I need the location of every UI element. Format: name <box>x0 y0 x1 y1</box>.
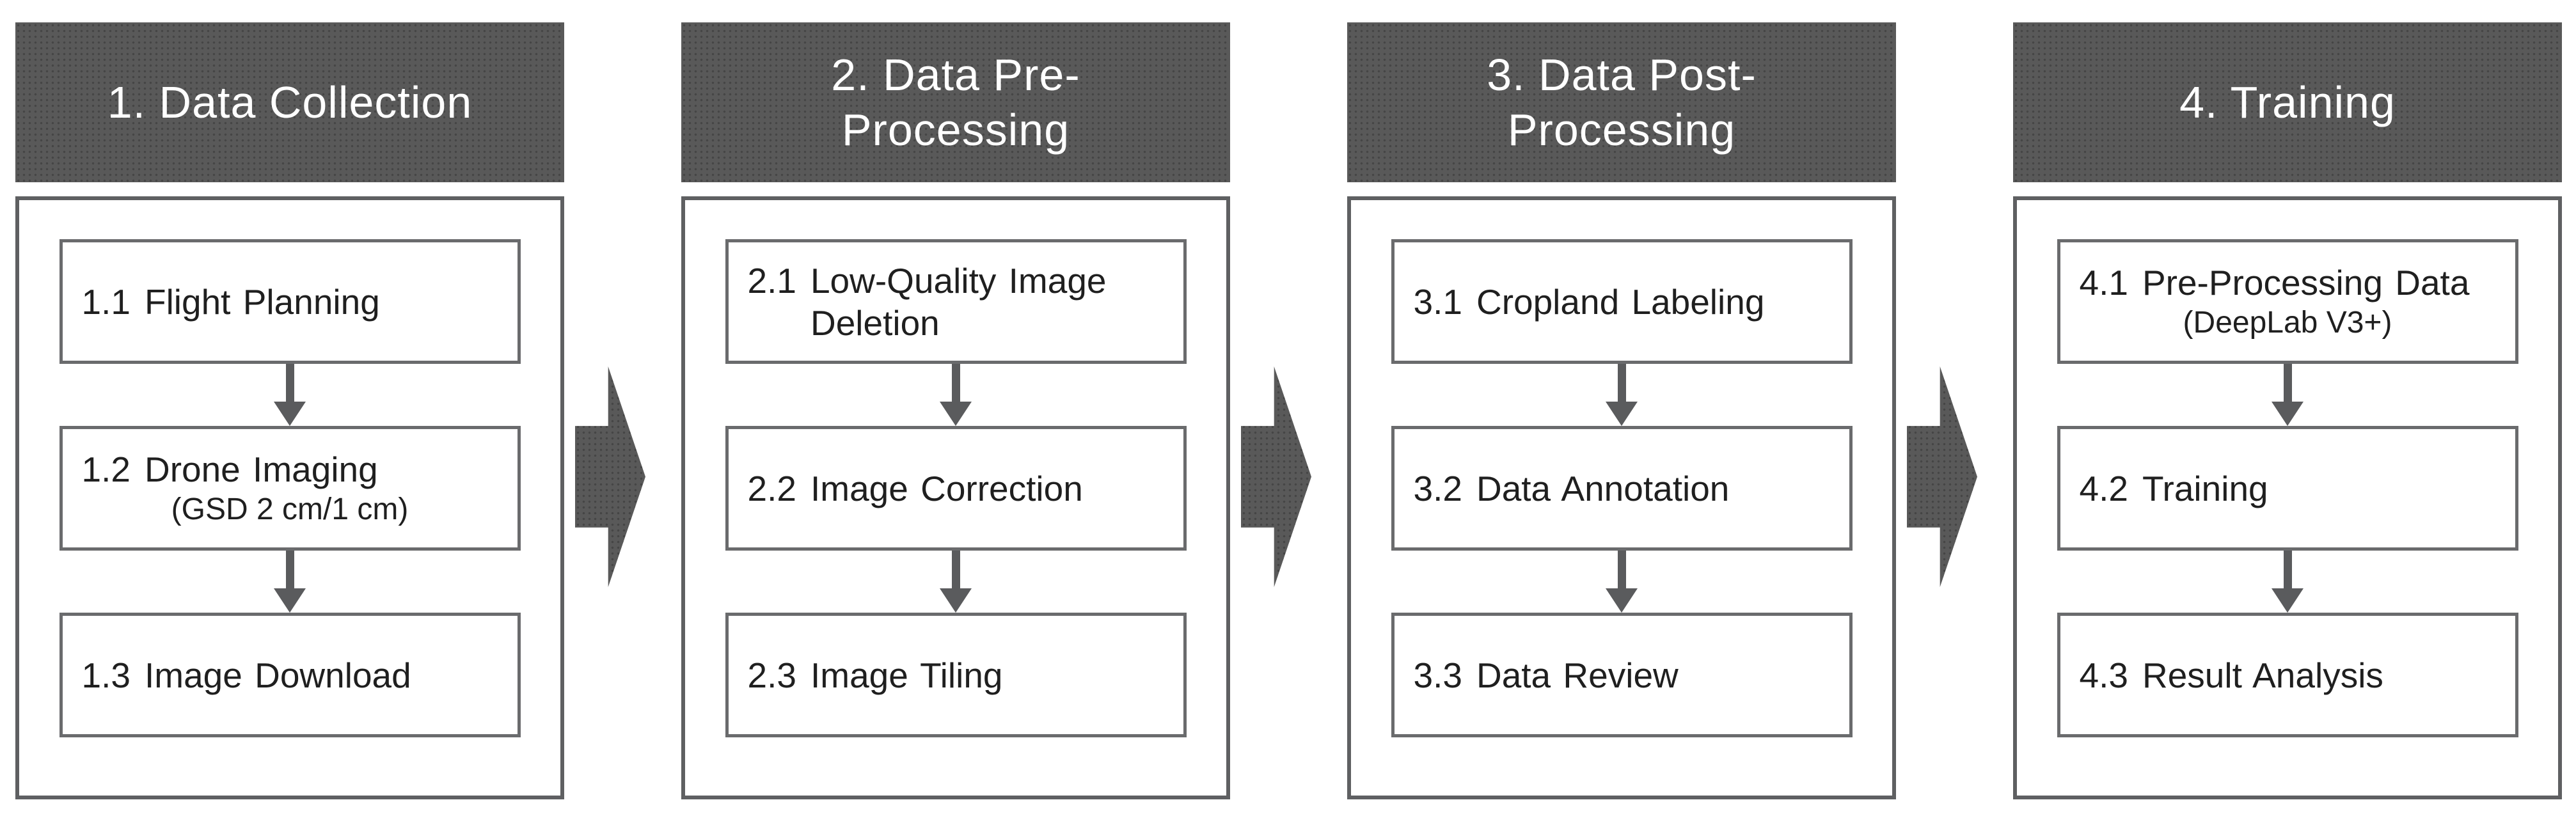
down-arrow-head <box>274 402 306 426</box>
step-label: 2.3 Image Tiling <box>729 654 1183 696</box>
step-number: 4.1 <box>2079 262 2128 302</box>
step-title: Training <box>2142 468 2268 508</box>
step-label: 2.2 Image Correction <box>729 467 1183 510</box>
stage-header: 1. Data Collection <box>15 22 564 182</box>
step-title: Data Annotation <box>1476 468 1730 508</box>
down-arrow-head <box>1606 588 1638 613</box>
stage-gap <box>1230 22 1347 816</box>
step-title: Result Analysis <box>2142 655 2383 695</box>
step-subtitle: (DeepLab V3+) <box>2183 305 2392 340</box>
stage-steps-panel: 2.1 Low-Quality Image Deletion 2.2 Image… <box>681 196 1230 799</box>
step-title: Image Download <box>144 655 411 695</box>
next-stage-arrow-icon <box>1907 366 1977 587</box>
stage-header: 3. Data Post- Processing <box>1347 22 1896 182</box>
stage-column-2: 2. Data Pre- Processing 2.1 Low-Quality … <box>681 22 1230 799</box>
stage-column-4: 4. Training 4.1 Pre-Processing Data (Dee… <box>2013 22 2562 799</box>
step-label: 1.3 Image Download <box>63 654 518 696</box>
down-arrow-icon <box>940 551 972 613</box>
down-arrow-icon <box>274 551 306 613</box>
stage-gap <box>1896 22 2013 816</box>
stage-header-line: Processing <box>841 105 1070 155</box>
down-arrow-head <box>274 588 306 613</box>
stage-header-line: 4. Training <box>2179 77 2396 127</box>
step-box: 3.1 Cropland Labeling <box>1391 239 1853 364</box>
step-title: Flight Planning <box>144 281 380 322</box>
step-number: 3.3 <box>1413 655 1462 695</box>
step-box: 2.3 Image Tiling <box>725 613 1187 737</box>
down-arrow-head <box>940 402 972 426</box>
down-arrow-icon <box>940 364 972 426</box>
step-title: Image Correction <box>810 468 1083 508</box>
stage-header-line: 1. Data Collection <box>107 77 473 127</box>
down-arrow-stem <box>1617 551 1626 588</box>
down-arrow-stem <box>951 364 960 402</box>
down-arrow-stem <box>285 364 294 402</box>
step-box: 4.3 Result Analysis <box>2057 613 2518 737</box>
step-title: Data Review <box>1476 655 1679 695</box>
down-arrow-head <box>940 588 972 613</box>
step-title: Low-Quality Image Deletion <box>810 260 1107 343</box>
stage-column-3: 3. Data Post- Processing 3.1 Cropland La… <box>1347 22 1896 799</box>
step-box: 3.2 Data Annotation <box>1391 426 1853 551</box>
step-number: 1.1 <box>81 281 130 322</box>
down-arrow-icon <box>1606 364 1638 426</box>
stage-header-line: 2. Data Pre- <box>831 50 1080 100</box>
step-label: 3.2 Data Annotation <box>1395 467 1849 510</box>
step-box: 2.2 Image Correction <box>725 426 1187 551</box>
step-subtitle: (GSD 2 cm/1 cm) <box>171 492 409 526</box>
step-number: 3.2 <box>1413 468 1462 508</box>
step-label: 1.2 Drone Imaging <box>63 448 518 490</box>
down-arrow-head <box>2272 402 2303 426</box>
stage-header: 4. Training <box>2013 22 2562 182</box>
step-label: 3.1 Cropland Labeling <box>1395 281 1849 323</box>
step-number: 1.3 <box>81 655 130 695</box>
down-arrow-stem <box>2283 551 2292 588</box>
step-number: 4.2 <box>2079 468 2128 508</box>
step-box: 1.3 Image Download <box>59 613 521 737</box>
step-box: 4.2 Training <box>2057 426 2518 551</box>
step-number: 2.2 <box>747 468 796 508</box>
step-box: 1.1 Flight Planning <box>59 239 521 364</box>
stage-header-line: Processing <box>1507 105 1736 155</box>
step-title: Image Tiling <box>810 655 1003 695</box>
step-box: 2.1 Low-Quality Image Deletion <box>725 239 1187 364</box>
down-arrow-icon <box>2272 551 2303 613</box>
down-arrow-stem <box>285 551 294 588</box>
step-title: Cropland Labeling <box>1476 281 1765 322</box>
step-label: 2.1 Low-Quality Image Deletion <box>729 260 1183 344</box>
step-box: 1.2 Drone Imaging (GSD 2 cm/1 cm) <box>59 426 521 551</box>
step-number: 2.1 <box>747 260 796 301</box>
down-arrow-stem <box>951 551 960 588</box>
down-arrow-head <box>2272 588 2303 613</box>
step-number: 2.3 <box>747 655 796 695</box>
stage-header-line: 3. Data Post- <box>1487 50 1757 100</box>
step-number: 4.3 <box>2079 655 2128 695</box>
next-stage-arrow-icon <box>575 366 645 587</box>
step-label: 1.1 Flight Planning <box>63 281 518 323</box>
stage-column-1: 1. Data Collection 1.1 Flight Planning 1… <box>15 22 564 799</box>
stage-gap <box>564 22 681 816</box>
down-arrow-stem <box>1617 364 1626 402</box>
down-arrow-head <box>1606 402 1638 426</box>
next-stage-arrow-icon <box>1241 366 1311 587</box>
down-arrow-icon <box>1606 551 1638 613</box>
stage-steps-panel: 4.1 Pre-Processing Data (DeepLab V3+) 4.… <box>2013 196 2562 799</box>
step-number: 1.2 <box>81 449 130 489</box>
step-box: 3.3 Data Review <box>1391 613 1853 737</box>
step-title: Pre-Processing Data <box>2142 262 2470 302</box>
step-label: 4.1 Pre-Processing Data <box>2060 262 2515 304</box>
step-label: 4.2 Training <box>2060 467 2515 510</box>
step-number: 3.1 <box>1413 281 1462 322</box>
down-arrow-icon <box>2272 364 2303 426</box>
stage-header: 2. Data Pre- Processing <box>681 22 1230 182</box>
stage-steps-panel: 3.1 Cropland Labeling 3.2 Data Annotatio… <box>1347 196 1896 799</box>
step-label: 3.3 Data Review <box>1395 654 1849 696</box>
step-title: Drone Imaging <box>144 449 378 489</box>
step-box: 4.1 Pre-Processing Data (DeepLab V3+) <box>2057 239 2518 364</box>
down-arrow-icon <box>274 364 306 426</box>
stage-steps-panel: 1.1 Flight Planning 1.2 Drone Imaging (G… <box>15 196 564 799</box>
down-arrow-stem <box>2283 364 2292 402</box>
step-label: 4.3 Result Analysis <box>2060 654 2515 696</box>
